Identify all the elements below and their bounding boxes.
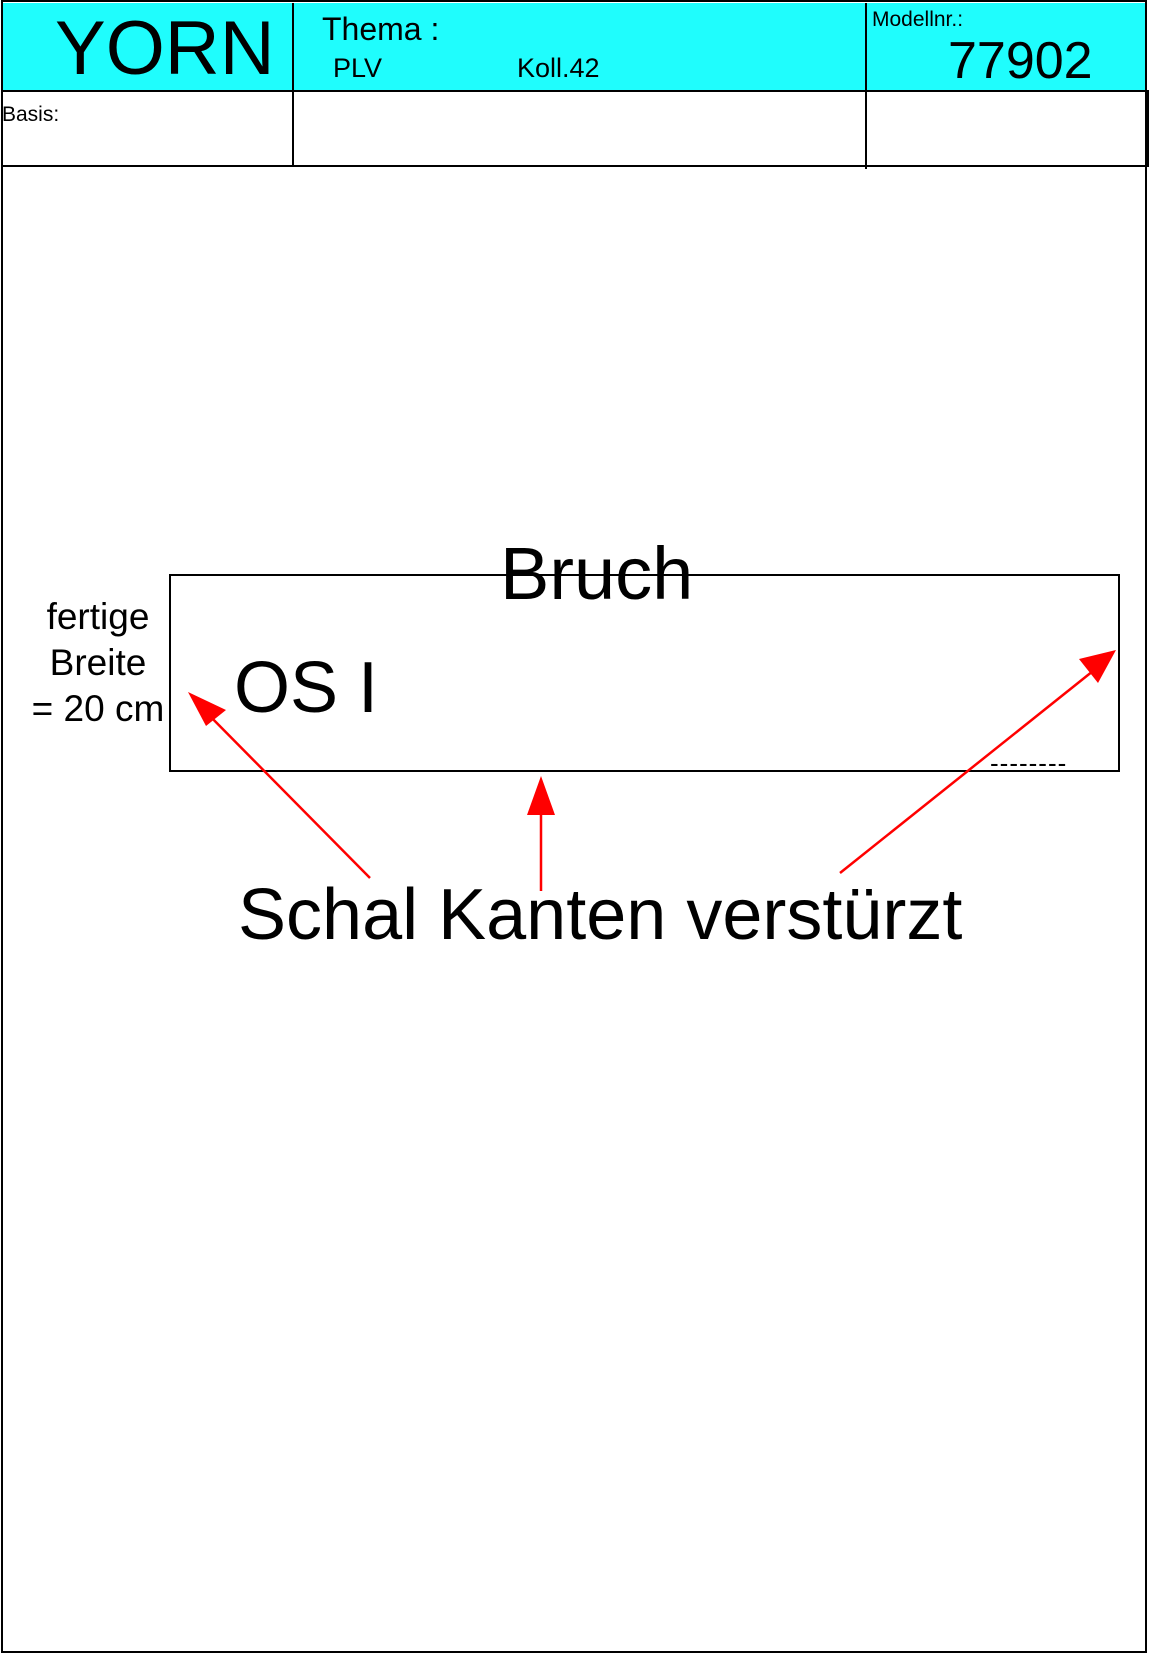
arrow-left — [198, 704, 371, 879]
arrow-center-head — [527, 776, 555, 815]
seam-marks: -------- — [990, 748, 1068, 778]
thema-label: Thema : — [322, 11, 440, 47]
arrow-right — [839, 666, 1099, 874]
header-divider-1 — [292, 3, 294, 167]
shawl-outline — [169, 574, 1120, 772]
piece-label: OS I — [234, 648, 379, 728]
header-divider-2 — [865, 3, 867, 169]
arrow-left-head — [188, 692, 226, 726]
finished-width-note: fertige Breite = 20 cm — [31, 596, 165, 729]
edge-finish-callout: Schal Kanten verstürzt — [238, 875, 963, 955]
header-rule-top — [3, 90, 1149, 92]
basis-label: Basis: — [2, 103, 60, 126]
model-number-label: Modellnr.: — [872, 8, 964, 31]
brand-logo: YORN — [55, 6, 275, 91]
model-number: 77902 — [948, 32, 1093, 90]
header-band — [3, 3, 1146, 91]
header-right-edge — [1147, 90, 1149, 167]
arrow-right-head — [1079, 650, 1116, 683]
fold-label: Bruch — [500, 532, 694, 615]
collection-value: Koll.42 — [517, 53, 600, 83]
header-rule-bottom — [3, 165, 1149, 167]
thema-value: PLV — [333, 53, 383, 83]
